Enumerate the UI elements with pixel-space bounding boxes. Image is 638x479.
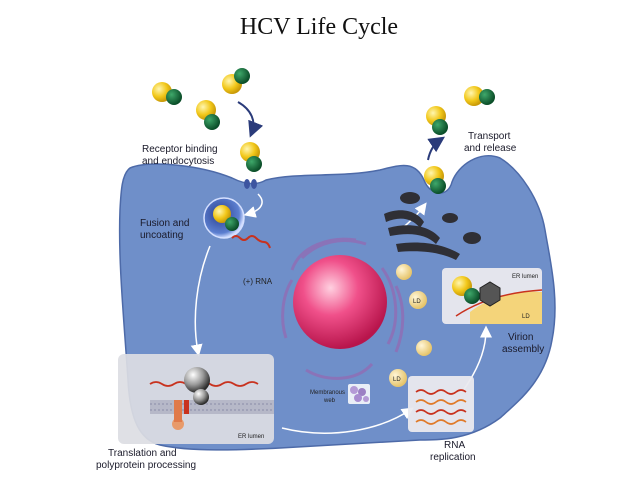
virion-2 <box>222 68 250 94</box>
label-virion-assembly-2: assembly <box>502 344 544 355</box>
ribosome-small <box>193 389 209 405</box>
endocytosis-arrow <box>243 193 263 218</box>
lipid-droplet <box>409 291 427 309</box>
golgi-apparatus <box>384 192 481 260</box>
label-receptor-binding-2: and endocytosis <box>142 156 214 167</box>
ld-inset-label: LD <box>522 314 530 320</box>
membranous-web <box>348 384 370 404</box>
virion-binding <box>240 142 262 172</box>
nucleus <box>293 255 387 349</box>
rna-replication-inset <box>408 376 474 432</box>
membranous-web-label-1: Membranous <box>310 390 345 396</box>
translation-inset <box>118 354 274 444</box>
label-transport-2: and release <box>464 143 517 154</box>
virion-1 <box>152 82 182 105</box>
label-virion-assembly-1: Virion <box>508 332 533 343</box>
virion-3 <box>196 100 220 130</box>
label-receptor-binding-1: Receptor binding <box>142 144 218 155</box>
label-translation-2: polyprotein processing <box>96 460 196 471</box>
lipid-droplet <box>389 369 407 387</box>
entry-arrow <box>237 101 264 138</box>
virion-group-incoming <box>152 68 262 172</box>
er-lumen-bottom-label: ER lumen <box>238 434 264 440</box>
label-fusion-2: uncoating <box>140 230 183 241</box>
virion-out-2 <box>464 86 495 106</box>
label-transport-1: Transport <box>468 131 511 142</box>
label-rna-replication-1: RNA <box>444 440 465 451</box>
lipid-droplet <box>416 340 432 356</box>
ribosome-large <box>184 367 210 393</box>
endosome <box>203 197 245 239</box>
plus-rna-strand <box>231 235 271 249</box>
virion-budding <box>424 166 446 194</box>
er-lumen-top-label: ER lumen <box>512 274 538 280</box>
virion-assembly-inset <box>442 268 543 324</box>
ld-label: LD <box>393 377 401 383</box>
lipid-droplet <box>396 264 412 280</box>
virion-group-outgoing <box>424 86 495 194</box>
endoplasmic-reticulum <box>281 237 405 380</box>
label-translation-1: Translation and <box>108 448 177 459</box>
cycle-arrow-down <box>190 245 211 357</box>
ld-label: LD <box>413 299 421 305</box>
label-rna-replication-2: replication <box>430 452 476 463</box>
membranous-web-label-2: web <box>323 398 336 404</box>
lipid-droplets <box>389 264 432 387</box>
virion-out-1 <box>426 106 448 135</box>
cycle-arrow-bottom <box>281 407 414 434</box>
receptor <box>244 179 257 189</box>
label-plus-rna: (+) RNA <box>243 277 273 286</box>
release-arrow <box>427 136 445 161</box>
page-title: HCV Life Cycle <box>239 14 399 40</box>
label-fusion-1: Fusion and <box>140 218 189 229</box>
